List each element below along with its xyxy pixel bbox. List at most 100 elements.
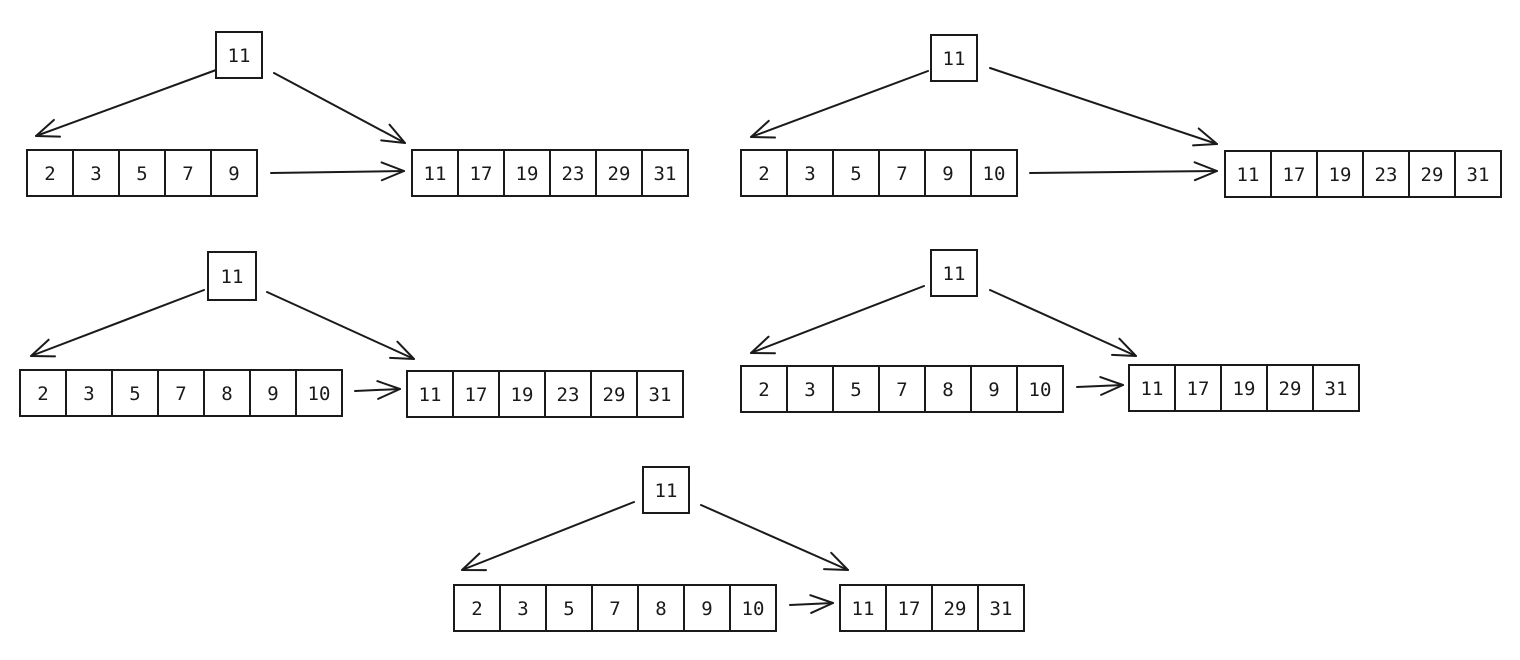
- left-leaf-cell-box: [111, 369, 159, 417]
- right-leaf-cell-key: 19: [1233, 378, 1256, 400]
- right-leaf-cell-key: 11: [424, 163, 447, 185]
- left-leaf-cell: 3: [786, 149, 834, 197]
- root-node-box: [207, 251, 257, 301]
- left-leaf-cell: 7: [164, 149, 212, 197]
- right-leaf-cell: 19: [1316, 150, 1364, 198]
- left-leaf-cell: 3: [72, 149, 120, 197]
- left-leaf-cell-key: 7: [896, 163, 907, 185]
- right-leaf-cell-key: 17: [898, 598, 921, 620]
- left-leaf-cell-box: [786, 149, 834, 197]
- left-leaf-cell-box: [453, 584, 501, 632]
- leaf-link-arrow-head: [380, 161, 405, 182]
- root-to-left-arrow-head: [30, 338, 56, 358]
- right-leaf-cell-box: [1362, 150, 1410, 198]
- right-leaf-cell-key: 17: [465, 384, 488, 406]
- left-leaf-cell: 7: [878, 365, 926, 413]
- left-leaf-cell-box: [1016, 365, 1064, 413]
- right-leaf-cell-box: [544, 370, 592, 418]
- right-leaf-cell-key: 29: [944, 598, 967, 620]
- right-leaf-cell-box: [885, 584, 933, 632]
- right-leaf-cell-key: 19: [1329, 164, 1352, 186]
- left-leaf-cell-key: 2: [37, 383, 48, 405]
- left-leaf-cell-key: 10: [308, 383, 331, 405]
- left-leaf-cell-key: 5: [136, 163, 147, 185]
- left-leaf-cell-box: [210, 149, 258, 197]
- right-leaf-cell-box: [1220, 364, 1268, 412]
- root-to-right-arrow: [989, 67, 1218, 147]
- left-leaf-cell-key: 9: [988, 379, 999, 401]
- root-to-right-arrow: [989, 289, 1137, 357]
- root-node: 11: [930, 249, 978, 297]
- left-leaf-cell: 3: [65, 369, 113, 417]
- right-leaf-cell-key: 23: [557, 384, 580, 406]
- left-leaf-cell: 3: [786, 365, 834, 413]
- root-to-right-arrow-head: [1192, 127, 1218, 147]
- left-leaf-cell: 8: [637, 584, 685, 632]
- root-to-right-arrow: [273, 72, 406, 144]
- left-leaf-cell-box: [878, 365, 926, 413]
- right-leaf-cell-box: [1128, 364, 1176, 412]
- leaf-link-arrow-head: [1193, 161, 1218, 182]
- leaf-link-arrow-head: [1099, 376, 1124, 396]
- right-leaf-cell: 31: [641, 149, 689, 197]
- root-to-left-arrow: [461, 501, 635, 572]
- left-leaf-cell-key: 2: [758, 379, 769, 401]
- left-leaf-cell: 5: [545, 584, 593, 632]
- left-leaf-cell-box: [740, 365, 788, 413]
- root-node-key: 11: [228, 45, 251, 67]
- left-leaf-cell-key: 2: [44, 163, 55, 185]
- right-leaf-cell-box: [452, 370, 500, 418]
- root-to-right-arrow-head: [380, 123, 406, 144]
- root-to-right-arrow-head: [389, 340, 415, 360]
- left-leaf-cell-key: 8: [221, 383, 232, 405]
- right-leaf-cell: 17: [1270, 150, 1318, 198]
- left-leaf-cell-key: 8: [655, 598, 666, 620]
- right-leaf-cell-box: [549, 149, 597, 197]
- left-leaf-cell-key: 3: [804, 379, 815, 401]
- right-leaf-cell-box: [595, 149, 643, 197]
- right-leaf-cell: 29: [590, 370, 638, 418]
- right-leaf-cell-key: 11: [1237, 164, 1260, 186]
- right-leaf-cell-key: 29: [608, 163, 631, 185]
- right-leaf-cell: 19: [498, 370, 546, 418]
- left-leaf-cell-box: [924, 149, 972, 197]
- right-leaf-cell-box: [636, 370, 684, 418]
- right-leaf-cell: 17: [885, 584, 933, 632]
- left-leaf-cell-key: 7: [182, 163, 193, 185]
- leaf-link-arrow: [1076, 376, 1124, 396]
- right-leaf-cell-key: 31: [1467, 164, 1490, 186]
- right-leaf-cell: 23: [549, 149, 597, 197]
- left-leaf-cell: 8: [203, 369, 251, 417]
- right-leaf-cell: 11: [411, 149, 459, 197]
- right-leaf-cell-box: [977, 584, 1025, 632]
- right-leaf-cell-box: [590, 370, 638, 418]
- left-leaf-cell-box: [786, 365, 834, 413]
- right-leaf-cell: 31: [1454, 150, 1502, 198]
- left-leaf-cell: 10: [970, 149, 1018, 197]
- right-leaf-cell-box: [1316, 150, 1364, 198]
- left-leaf-cell: 5: [832, 149, 880, 197]
- right-leaf-cell-key: 31: [649, 384, 672, 406]
- leaf-link-arrow-head: [809, 594, 834, 614]
- root-to-left-arrow: [30, 289, 205, 358]
- right-leaf-cell-box: [503, 149, 551, 197]
- left-leaf-cell: 8: [924, 365, 972, 413]
- right-leaf-cell: 19: [1220, 364, 1268, 412]
- root-to-left-arrow-head: [750, 335, 776, 355]
- left-leaf-cell: 3: [499, 584, 547, 632]
- left-leaf-cell-key: 5: [850, 163, 861, 185]
- left-leaf-cell: 5: [832, 365, 880, 413]
- left-leaf-cell: 9: [683, 584, 731, 632]
- root-node-box: [642, 466, 690, 514]
- left-leaf-cell-key: 9: [267, 383, 278, 405]
- right-leaf-cell-key: 17: [470, 163, 493, 185]
- left-leaf-cell: 5: [118, 149, 166, 197]
- leaf-link-arrow-head: [376, 380, 401, 400]
- right-leaf-cell-box: [1270, 150, 1318, 198]
